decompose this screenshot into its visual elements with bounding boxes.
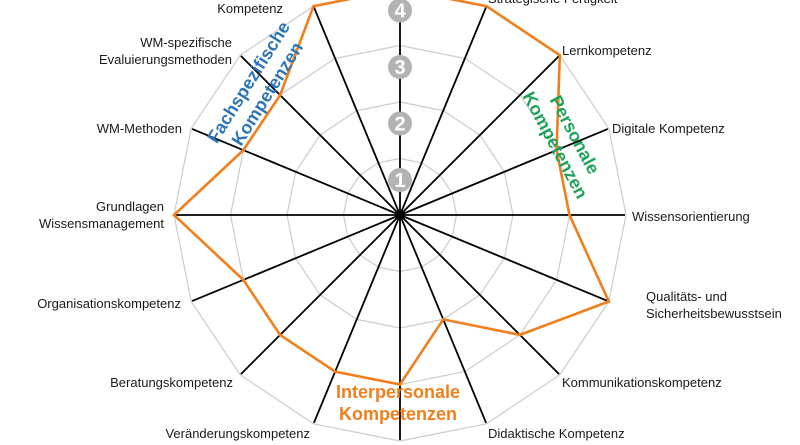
ring-badge-4 (388, 0, 412, 23)
axis-label-6: Kommunikationskompetenz (562, 375, 722, 390)
series-point-12 (172, 213, 176, 217)
axis-labels: Strategische FertigkeitLernkompetenzDigi… (37, 0, 782, 441)
axis-label-2: Lernkompetenz (562, 43, 652, 58)
series-point-5 (607, 300, 611, 303)
axis-label-7: Didaktische Kompetenz (488, 426, 625, 441)
axis-label-9: Veränderungskompetenz (165, 426, 310, 441)
series-point-9 (333, 370, 337, 373)
series-point-4 (568, 213, 571, 217)
radar-axes (175, 0, 625, 440)
axis-label-5-line-0: Qualitäts- und (646, 289, 727, 304)
radar-series (172, 0, 611, 386)
axis-label-15: Kompetenz (217, 1, 283, 16)
axis-label-11: Organisationskompetenz (37, 296, 181, 311)
axis-spoke-11 (191, 214, 401, 302)
axis-spoke-6 (399, 214, 560, 375)
series-point-3 (555, 148, 558, 152)
series-point-6 (518, 333, 522, 337)
group-label-2-line-0: Interpersonale (336, 382, 460, 402)
ring-badge-3 (388, 55, 412, 79)
axis-spoke-10 (240, 214, 401, 375)
axis-spoke-9 (313, 214, 401, 424)
axis-spoke-5 (399, 214, 609, 302)
axis-spoke-13 (191, 128, 401, 216)
ring-value-3: 3 (394, 57, 405, 79)
ring-value-4: 4 (394, 1, 406, 23)
ring-badge-1 (388, 168, 412, 192)
series-point-1 (485, 4, 488, 8)
series-point-15 (312, 4, 315, 8)
ring-value-1: 1 (394, 170, 405, 192)
axis-label-1: Strategische Fertigkeit (488, 0, 618, 6)
grid-ring-4 (173, 0, 627, 442)
group-label-2-line-1: Kompetenzen (339, 404, 457, 424)
axis-spoke-2 (399, 55, 560, 216)
series-point-8 (398, 383, 402, 386)
series-point-11 (242, 278, 245, 282)
ring-value-labels: 1 2 3 4 (388, 0, 412, 192)
ring-value-2: 2 (394, 114, 405, 136)
series-point-14 (278, 93, 282, 97)
axis-label-10: Beratungskompetenz (110, 375, 233, 390)
axis-label-12-line-1: Wissensmanagement (39, 216, 164, 231)
axis-spoke-1 (399, 6, 487, 216)
series-point-13 (242, 148, 245, 152)
series-point-2 (558, 53, 562, 57)
axis-spoke-15 (313, 6, 401, 216)
ring-badge-2 (388, 111, 412, 136)
axis-label-3: Digitale Kompetenz (612, 121, 725, 136)
axis-label-5-line-1: Sicherheitsbewusstsein (646, 306, 782, 321)
axis-label-14-line-0: WM-spezifische (140, 35, 232, 50)
axis-label-12-line-0: Grundlagen (96, 199, 164, 214)
series-point-7 (441, 318, 445, 321)
axis-spoke-14 (240, 55, 401, 216)
axis-spoke-3 (399, 128, 609, 216)
axis-label-14-line-1: Evaluierungsmethoden (99, 52, 232, 67)
axis-label-13: WM-Methoden (97, 121, 182, 136)
axis-label-4: Wissensorientierung (632, 209, 750, 224)
series-point-10 (278, 333, 282, 337)
